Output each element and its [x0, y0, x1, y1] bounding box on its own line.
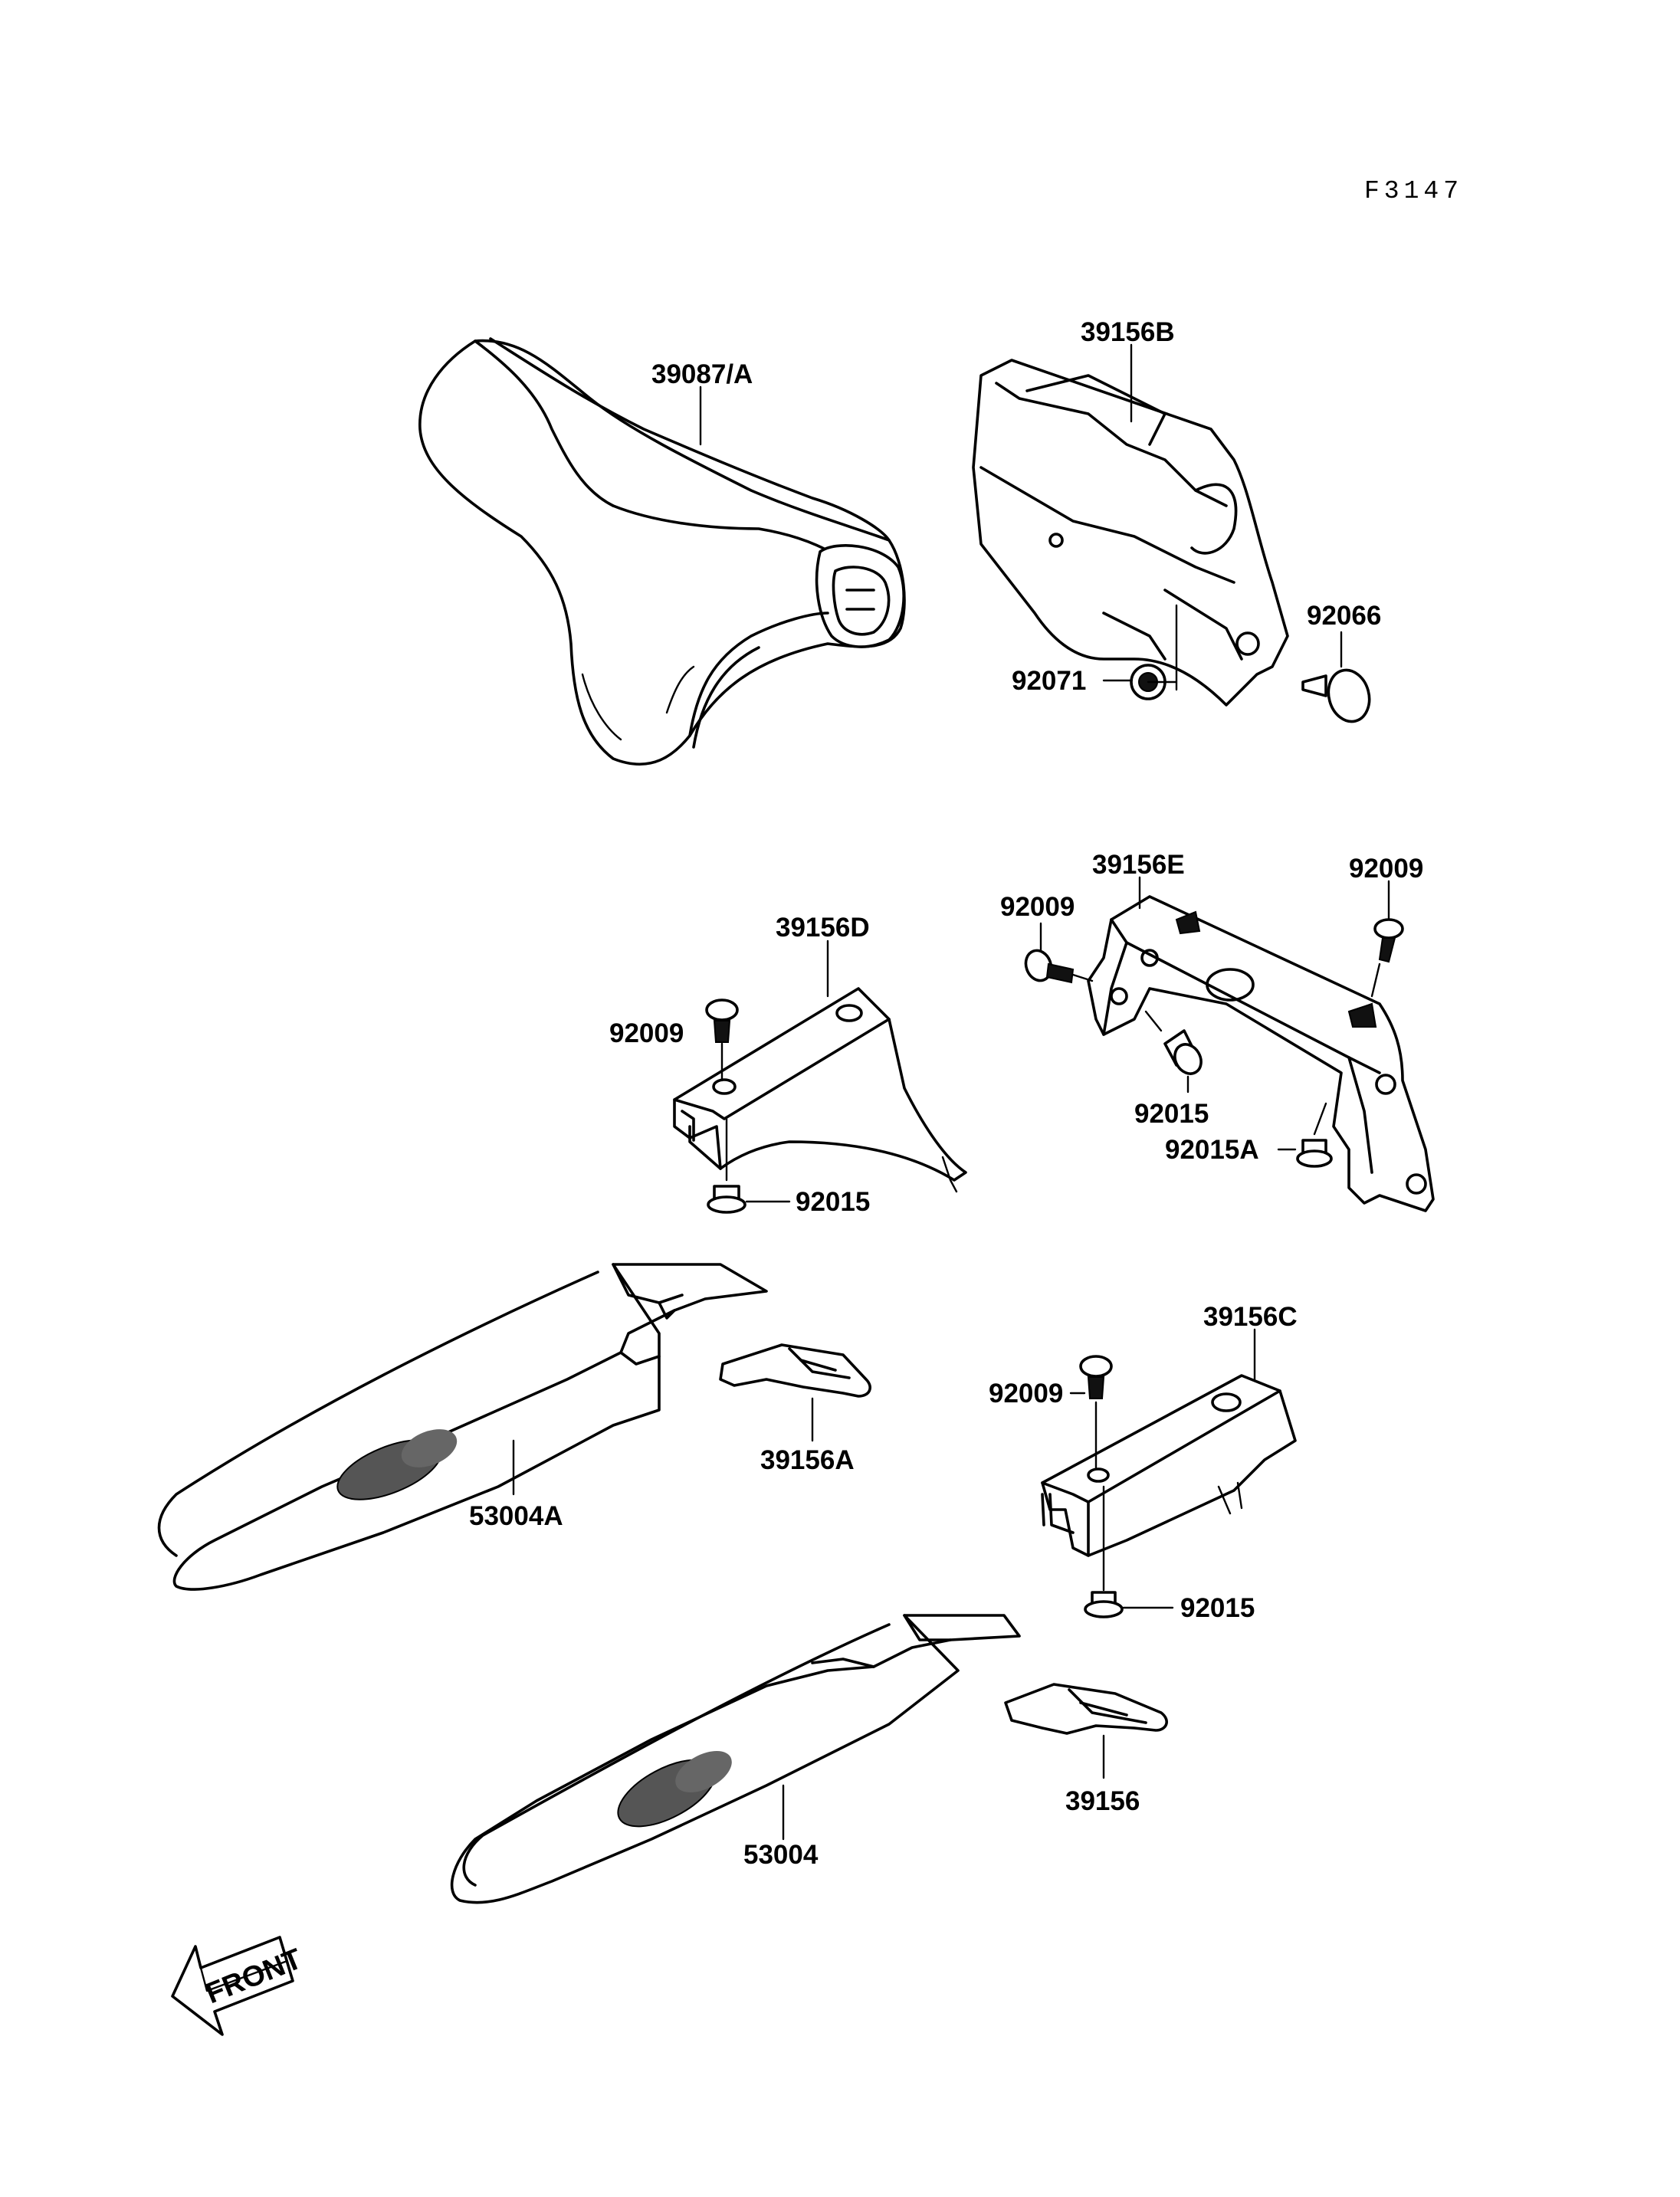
front-arrow-icon: FRONT: [171, 1936, 307, 2036]
part-92015-collar-c: 92015: [1084, 1485, 1255, 1623]
part-53004A-guard: [157, 1263, 768, 1591]
label-53004-text: 53004: [743, 1840, 819, 1870]
label-92066-text: 92066: [1307, 601, 1381, 631]
label-53004: 53004: [743, 1784, 819, 1870]
part-39156B-cover: [972, 359, 1289, 707]
part-92015-collar-d: 92015: [707, 1117, 870, 1217]
part-39087A-handlebar-cover: [418, 337, 906, 766]
label-92009-e2-text: 92009: [1349, 854, 1423, 884]
label-39156A: 39156A: [760, 1397, 855, 1475]
figure-code: F3147: [1364, 177, 1463, 205]
label-39156: 39156: [1065, 1734, 1140, 1816]
part-53004A-mesh: [336, 1429, 458, 1500]
label-92015-c-text: 92015: [1180, 1593, 1255, 1623]
part-92015-collar-e: 92015: [1134, 1010, 1209, 1129]
label-39087A-text: 39087/A: [651, 359, 753, 389]
label-39156D-text: 39156D: [776, 913, 870, 943]
part-92009-screw-d: 92009: [609, 998, 739, 1082]
label-39156B-text: 39156B: [1081, 317, 1175, 347]
label-39156E: 39156E: [1092, 850, 1185, 910]
label-92015A-text: 92015A: [1165, 1135, 1259, 1165]
label-39156-text: 39156: [1065, 1786, 1140, 1816]
part-53004-guard: [450, 1614, 1021, 1904]
label-39087A: 39087/A: [651, 359, 753, 446]
label-53004A-text: 53004A: [469, 1501, 563, 1531]
part-39156A-plate: [719, 1343, 871, 1398]
part-92009-screw-c: 92009: [989, 1355, 1113, 1469]
part-92009-screw-e2: 92009: [1349, 854, 1423, 998]
label-39156C-text: 39156C: [1203, 1302, 1298, 1332]
label-39156C: 39156C: [1203, 1302, 1298, 1381]
label-92009-c-text: 92009: [989, 1379, 1063, 1408]
part-92066-pin: 92066: [1301, 601, 1381, 723]
part-53004-mesh: [617, 1750, 732, 1828]
label-92015-e-text: 92015: [1134, 1099, 1209, 1129]
part-92015A-collar: 92015A: [1165, 1102, 1333, 1168]
part-92071-grommet: 92071: [1012, 604, 1178, 700]
label-92015-d-text: 92015: [796, 1187, 870, 1217]
label-39156A-text: 39156A: [760, 1445, 855, 1475]
label-92071-text: 92071: [1012, 666, 1086, 696]
part-92009-screw-e1: 92009: [1000, 892, 1094, 984]
label-39156D: 39156D: [776, 913, 870, 998]
label-92009-e1-text: 92009: [1000, 892, 1075, 922]
label-92009-d-text: 92009: [609, 1018, 684, 1048]
part-39156-plate: [1004, 1683, 1168, 1735]
label-53004A: 53004A: [469, 1439, 563, 1531]
part-39156D-bracket: [673, 987, 967, 1193]
label-39156B: 39156B: [1081, 317, 1175, 423]
part-39156E-bracket: [1087, 895, 1435, 1212]
label-39156E-text: 39156E: [1092, 850, 1185, 880]
part-39156C-bracket: [1041, 1374, 1297, 1557]
